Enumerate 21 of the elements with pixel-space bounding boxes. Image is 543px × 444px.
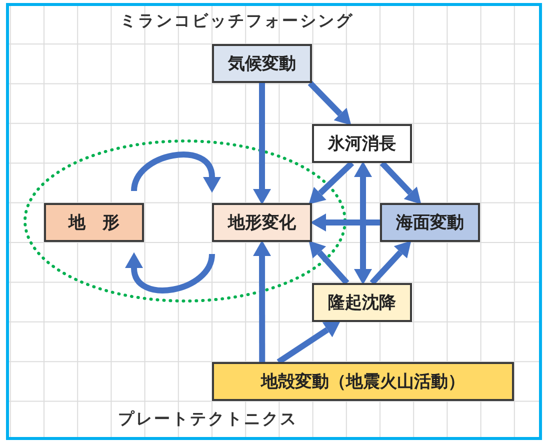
label-text: プレートテクトニクス [118, 409, 298, 430]
arrow [253, 240, 272, 362]
process-box: 地殻変動（地震火山活動） [212, 362, 514, 401]
arrow [125, 252, 215, 294]
process-box: 地形変化 [212, 203, 312, 242]
arrow [380, 160, 422, 204]
label-text: ミランコビッチフォーシング [120, 11, 354, 32]
arrow [308, 80, 352, 126]
process-box: 海面変動 [380, 203, 480, 242]
arrow [354, 161, 372, 285]
arrow [308, 240, 350, 285]
process-box: 地 形 [44, 203, 144, 242]
arrow [370, 240, 412, 286]
arrow [276, 321, 340, 364]
arrow [253, 83, 271, 205]
process-box: 隆起沈降 [312, 283, 412, 322]
arrow [131, 152, 221, 192]
process-box: 氷河消長 [312, 124, 412, 163]
arrow [310, 214, 380, 232]
arrow [308, 160, 354, 204]
process-box: 気候変動 [212, 44, 312, 83]
